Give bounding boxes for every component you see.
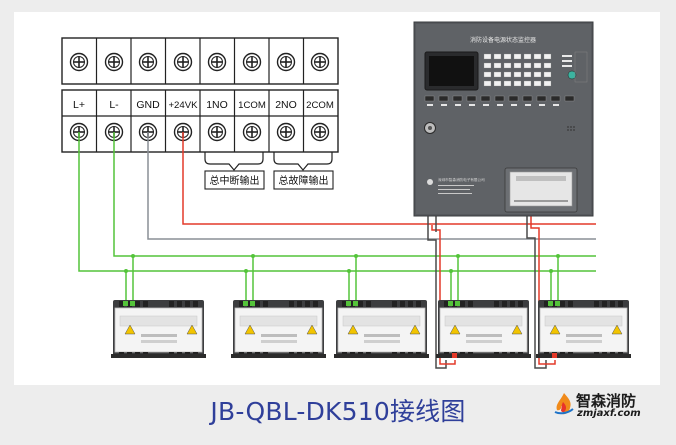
monitor-maker: 深圳市智森消防电子有限公司	[438, 177, 485, 182]
screw-icon	[207, 122, 227, 142]
module-1	[110, 299, 207, 359]
terminal-label-1com: 1COM	[238, 100, 266, 111]
brand-url: zmjaxf.com	[577, 408, 641, 419]
wires	[78, 132, 596, 369]
module-red-terminals	[452, 353, 557, 358]
terminal-label-gnd: GND	[136, 99, 160, 111]
maker-logo-icon	[427, 179, 433, 185]
speaker-icon	[567, 126, 575, 131]
module-3	[333, 299, 430, 359]
terminal-labels: L+ L- GND +24VK 1NO 1COM 2NO 2COM	[73, 99, 334, 111]
terminal-label-lminus: L-	[109, 99, 119, 111]
screw-icon	[173, 52, 193, 72]
fault-output-box	[273, 170, 334, 190]
wire-24vk	[182, 132, 596, 225]
module-5	[535, 299, 632, 359]
wire-gnd	[147, 132, 596, 240]
screw-icon	[138, 52, 158, 72]
diagram-caption: JB-QBL-DK510接线图	[210, 397, 466, 426]
monitor-title: 消防设备电源状态监控器	[470, 36, 536, 44]
brand-flame-icon	[554, 393, 574, 415]
output-brackets	[204, 152, 333, 171]
interrupt-output-box	[204, 170, 265, 190]
terminal-label-24vk: +24VK	[168, 100, 198, 111]
screw-icon	[104, 52, 124, 72]
module-terminal-dots	[123, 301, 560, 306]
switch-row	[424, 95, 575, 102]
wire-lplus	[78, 132, 596, 272]
monitor-device: 消防设备电源状态监控器	[413, 21, 594, 217]
terminal-block	[61, 37, 339, 153]
junction-dots	[124, 254, 560, 273]
status-led-icon	[567, 70, 577, 80]
screw-icon	[310, 122, 330, 142]
screw-icon	[310, 52, 330, 72]
screw-icon	[69, 52, 89, 72]
screw-icon	[242, 52, 262, 72]
screw-icon	[276, 122, 296, 142]
brand-name: 智森消防	[576, 392, 637, 410]
keypad	[483, 53, 552, 87]
screw-icon	[276, 52, 296, 72]
fault-output-label: 总故障输出	[279, 174, 329, 187]
indicator-column	[562, 55, 572, 67]
terminal-label-2com: 2COM	[306, 100, 334, 111]
switch-tags	[427, 104, 559, 106]
interrupt-output-label: 总中断输出	[210, 174, 260, 187]
module-4	[435, 299, 532, 359]
screw-icon	[207, 52, 227, 72]
terminal-label-1no: 1NO	[206, 99, 228, 111]
screw-icon	[242, 122, 262, 142]
module-2	[230, 299, 327, 359]
terminal-label-lplus: L+	[73, 99, 85, 111]
terminal-label-2no: 2NO	[275, 99, 297, 111]
